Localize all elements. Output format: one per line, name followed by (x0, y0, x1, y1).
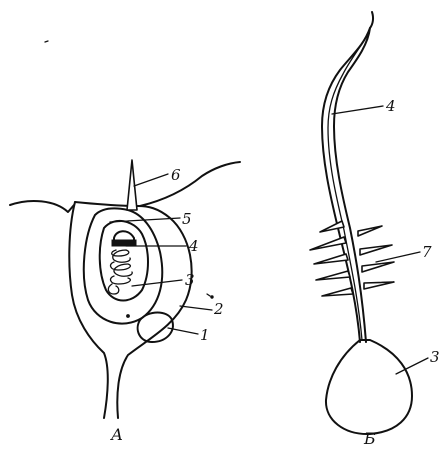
granule (127, 315, 130, 318)
callout-a-2: 2 (213, 300, 224, 318)
middle-cyst-envelope (84, 208, 162, 323)
dash-mark (45, 41, 48, 42)
leader-b-4 (332, 106, 383, 114)
panel-a-label: А (110, 425, 123, 444)
leader-2 (180, 306, 212, 310)
callout-a-4: 4 (188, 237, 199, 255)
callout-b-4: 4 (385, 97, 396, 115)
tail-tip (370, 12, 373, 28)
host-surface-line (10, 201, 74, 212)
panel-b: 4 7 3 Б (310, 12, 440, 448)
host-surface-line-right (140, 162, 240, 206)
callout-b-3: 3 (430, 348, 440, 366)
spine-cluster-left (310, 221, 353, 296)
callout-a-1: 1 (200, 326, 210, 344)
spore-body (326, 340, 412, 434)
callout-a-3: 3 (185, 271, 195, 289)
callout-a-5: 5 (182, 210, 192, 228)
leader-6 (134, 174, 168, 186)
callout-a-6: 6 (171, 166, 181, 184)
spine-cluster-right (358, 226, 394, 289)
coiled-filament (108, 250, 132, 294)
panel-a: 6 5 4 3 2 1 А (10, 41, 240, 444)
granule-dash (207, 294, 210, 296)
panel-b-label: Б (363, 429, 376, 448)
granule (211, 296, 213, 298)
inner-capsule (100, 221, 148, 301)
polar-capsule-band (112, 240, 136, 246)
leader-3 (132, 280, 182, 286)
leader-b-3 (396, 358, 428, 374)
nucleus (138, 313, 173, 343)
callout-b-7: 7 (422, 243, 432, 261)
leader-b-7 (376, 252, 420, 262)
